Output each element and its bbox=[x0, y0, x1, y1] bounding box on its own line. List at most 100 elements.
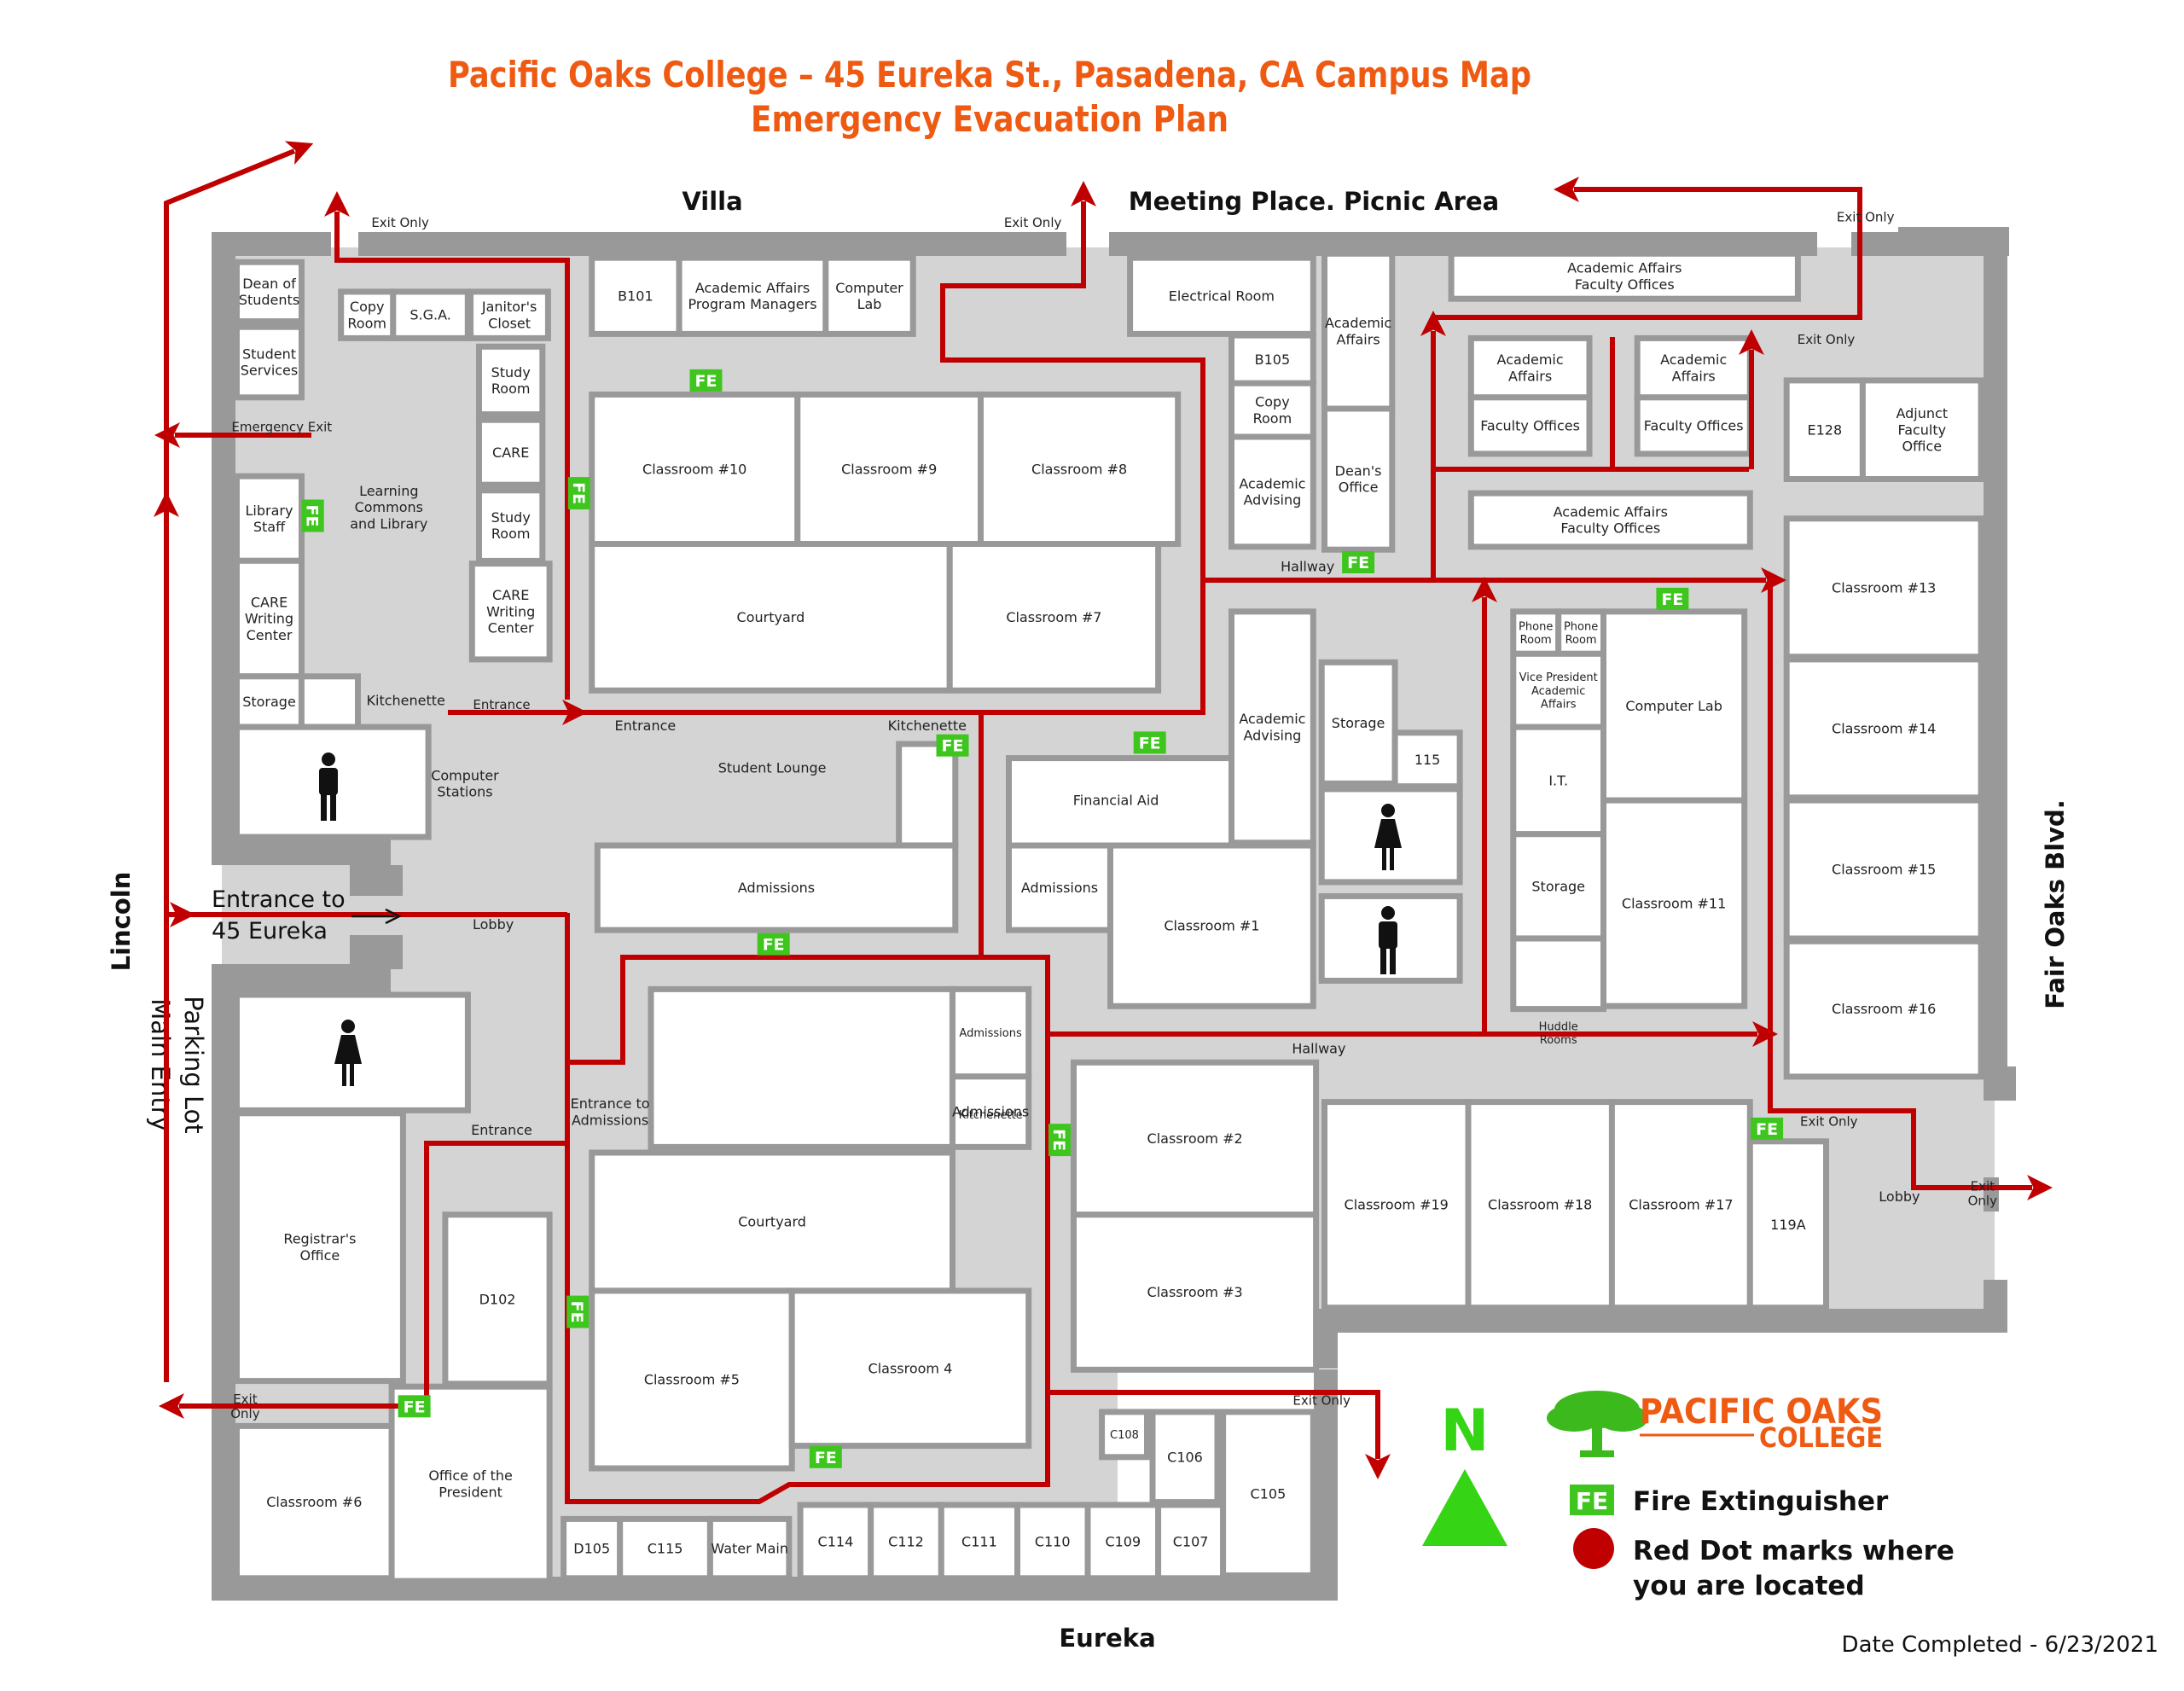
legend: N PACIFIC OAKS COLLEGE FE Fire Extinguis… bbox=[1422, 1391, 1955, 1601]
label-financial-aid: Financial Aid bbox=[1073, 793, 1159, 809]
label-admissions-4: Admissions bbox=[952, 1104, 1029, 1120]
fire-extinguisher-badge: FE bbox=[1342, 551, 1375, 573]
label-c108: C108 bbox=[1110, 1429, 1139, 1442]
legend-fe-badge-text: FE bbox=[1576, 1487, 1608, 1515]
fire-extinguisher-badge: FE bbox=[1048, 1124, 1071, 1157]
label-classroom-19: Classroom #19 bbox=[1345, 1197, 1449, 1213]
page-subtitle: Emergency Evacuation Plan bbox=[751, 98, 1228, 140]
label-main-entry: Main Entry bbox=[146, 998, 175, 1131]
label-c107: C107 bbox=[1173, 1534, 1209, 1550]
label-b105: B105 bbox=[1255, 352, 1291, 368]
label-care: CARE bbox=[492, 445, 529, 461]
svg-text:FE: FE bbox=[695, 372, 717, 391]
north-arrow-icon bbox=[1422, 1469, 1507, 1546]
fire-extinguisher-badge: FE bbox=[1656, 587, 1689, 610]
label-classroom-1: Classroom #1 bbox=[1164, 918, 1259, 934]
exterior-walls bbox=[212, 227, 2016, 1601]
label-water-main: Water Main bbox=[711, 1541, 788, 1557]
room-copy-room-1 bbox=[338, 288, 397, 341]
label-classroom-5: Classroom #5 bbox=[644, 1372, 740, 1388]
street-eureka: Eureka bbox=[1059, 1624, 1155, 1653]
label-c111: C111 bbox=[961, 1534, 997, 1550]
room-c110 bbox=[1014, 1502, 1091, 1582]
svg-text:FE: FE bbox=[815, 1449, 837, 1467]
svg-text:FE: FE bbox=[569, 482, 588, 504]
label-classroom-14: Classroom #14 bbox=[1832, 721, 1936, 737]
room-care-writing-1 bbox=[234, 557, 305, 680]
room-aa-faculty-offices-top bbox=[1448, 250, 1801, 302]
label-classroom-3: Classroom #3 bbox=[1147, 1284, 1243, 1300]
room-c114 bbox=[797, 1502, 874, 1582]
room-huddle-rooms bbox=[1510, 935, 1607, 1013]
label-entrance-3: Entrance bbox=[471, 1122, 532, 1138]
label-b101: B101 bbox=[618, 288, 653, 304]
room-office-of-president bbox=[388, 1383, 553, 1584]
label-faculty-offices-1: Faculty Offices bbox=[1480, 417, 1580, 433]
room-registrars-office bbox=[234, 1110, 406, 1385]
label-classroom-13: Classroom #13 bbox=[1832, 579, 1936, 596]
room-care bbox=[476, 416, 546, 488]
label-classroom-2: Classroom #2 bbox=[1147, 1130, 1243, 1147]
room-adjunct-faculty bbox=[1859, 377, 1984, 482]
label-admissions-1: Admissions bbox=[738, 880, 815, 896]
evacuation-routes bbox=[154, 141, 2053, 1504]
label-hallway-1: Hallway bbox=[1281, 559, 1334, 575]
label-classroom-17: Classroom #17 bbox=[1629, 1197, 1733, 1213]
route-admissions-lower bbox=[565, 915, 1050, 1504]
room-classroom-8 bbox=[978, 391, 1182, 547]
label-storage-3: Storage bbox=[1531, 879, 1585, 895]
women-restroom-icon bbox=[1374, 804, 1402, 870]
room-admissions-3 bbox=[950, 985, 1032, 1080]
svg-text:FE: FE bbox=[404, 1398, 426, 1416]
brand-name-line1: PACIFIC OAKS bbox=[1640, 1392, 1883, 1432]
page-title: Pacific Oaks College – 45 Eureka St., Pa… bbox=[448, 54, 1531, 96]
room-b105 bbox=[1228, 332, 1316, 386]
fire-extinguisher-badge: FE bbox=[809, 1445, 842, 1468]
room-care-writing-2 bbox=[468, 561, 553, 663]
svg-text:FE: FE bbox=[1661, 590, 1683, 609]
label-e128: E128 bbox=[1807, 421, 1842, 438]
route-lobby-to-west bbox=[166, 912, 570, 917]
label-hallway-2: Hallway bbox=[1292, 1040, 1345, 1056]
label-entrance-2: Entrance bbox=[615, 718, 677, 734]
room-c115 bbox=[617, 1515, 713, 1582]
room-c105 bbox=[1220, 1409, 1316, 1579]
label-c112: C112 bbox=[888, 1534, 924, 1550]
room-wr-women-1 bbox=[234, 991, 471, 1113]
label-exit-east-upper: Exit Only bbox=[1798, 332, 1856, 347]
label-courtyard-2: Courtyard bbox=[738, 1214, 806, 1230]
street-villa: Villa bbox=[682, 187, 742, 216]
room-classroom-4 bbox=[788, 1287, 1032, 1450]
label-admissions-2: Admissions bbox=[1021, 880, 1098, 896]
room-electrical-room bbox=[1127, 254, 1316, 337]
label-exit-bottom: Exit Only bbox=[1292, 1393, 1350, 1409]
label-storage-2: Storage bbox=[1332, 715, 1385, 731]
men-restroom-icon bbox=[1379, 906, 1397, 974]
label-electrical-room: Electrical Room bbox=[1169, 288, 1275, 304]
street-fair-oaks: Fair Oaks Blvd. bbox=[2041, 799, 2070, 1009]
room-courtyard-2 bbox=[589, 1149, 956, 1294]
room-kitchenette-1 bbox=[298, 673, 361, 730]
room-classroom-17 bbox=[1608, 1099, 1753, 1311]
label-room-119a: 119A bbox=[1770, 1217, 1806, 1233]
label-c110: C110 bbox=[1035, 1534, 1071, 1550]
svg-text:FE: FE bbox=[1139, 734, 1161, 753]
main-entrance-line2: 45 Eureka bbox=[212, 918, 328, 944]
label-classroom-16: Classroom #16 bbox=[1832, 1001, 1936, 1017]
label-c114: C114 bbox=[818, 1534, 854, 1550]
fire-extinguisher-badge: FE bbox=[1751, 1117, 1784, 1140]
label-classroom-15: Classroom #15 bbox=[1832, 862, 1936, 878]
room-academic-affairs-3 bbox=[1634, 334, 1753, 401]
